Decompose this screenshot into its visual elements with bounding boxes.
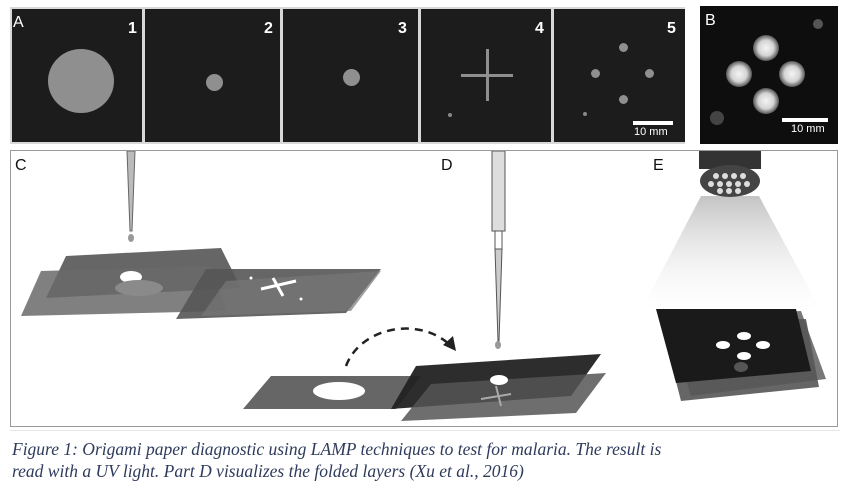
subpanel-label-4: 4 (535, 20, 544, 37)
paper-3 (283, 9, 418, 142)
paper-4 (421, 9, 551, 142)
panel-d-label: D (441, 157, 453, 174)
panel-c-label: C (15, 157, 27, 174)
subpanel-label-5: 5 (667, 20, 676, 37)
panel-a-label: A (13, 14, 24, 31)
test-zone (343, 69, 360, 86)
panel-b-label: B (705, 12, 716, 29)
paper-5: 10 mm (554, 9, 685, 142)
caption-line-1: Figure 1: Origami paper diagnostic using… (12, 439, 662, 459)
subpanel-label-2: 2 (264, 20, 273, 37)
panel-e-label: E (653, 157, 664, 174)
figure-caption: Figure 1: Origami paper diagnostic using… (12, 438, 842, 482)
schematic-panel: C D E (10, 150, 838, 427)
divider (10, 430, 840, 431)
subpanel-label-1: 1 (128, 20, 137, 37)
scale-bar (633, 121, 673, 125)
paper-1 (12, 9, 142, 142)
fluorescent-spots (710, 19, 823, 125)
test-zone (206, 74, 223, 91)
scale-bar-label: 10 mm (634, 126, 668, 138)
scale-bar (782, 118, 828, 122)
pipette-d (491, 151, 506, 349)
pipette-c (126, 151, 136, 242)
paper-2 (145, 9, 280, 142)
schematic-drawing (21, 151, 826, 421)
scale-bar-label: 10 mm (791, 123, 825, 135)
test-zone (48, 49, 114, 113)
caption-line-2: read with a UV light. Part D visualizes … (12, 461, 524, 481)
panel-a-photo: 10 mm A 1 2 3 4 5 (10, 7, 685, 144)
subpanel-label-3: 3 (398, 20, 407, 37)
panel-b-photo: B 10 mm (700, 6, 838, 144)
